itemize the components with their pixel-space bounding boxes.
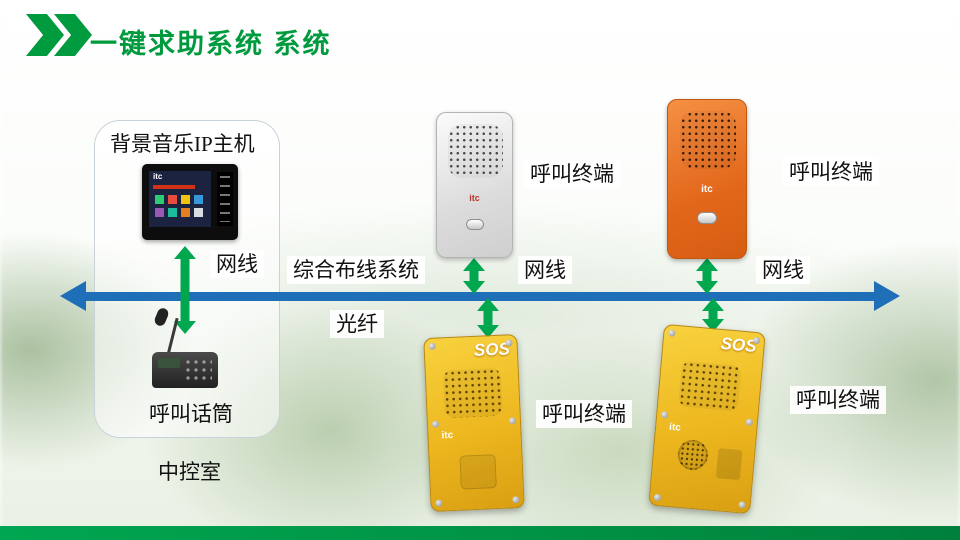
screw-icon (745, 418, 754, 426)
cabling-system-label: 综合布线系统 (287, 256, 425, 285)
cable-label-right: 网线 (756, 256, 810, 285)
terminal-label-yellow-center: 呼叫终端 (536, 400, 632, 429)
cable-arrow-yellow-center (477, 298, 499, 338)
speaker-grille-icon (680, 111, 736, 169)
terminal-label-yellow-right: 呼叫终端 (790, 386, 886, 415)
arrow-down-icon (696, 281, 718, 294)
control-room-label: 中控室 (158, 460, 221, 484)
screw-icon (752, 336, 761, 345)
fiber-label: 光纤 (330, 310, 384, 339)
ip-host-screen: itc (149, 171, 211, 227)
intercom-terminal-orange: itc (667, 99, 747, 259)
side-button-strip (220, 176, 230, 222)
microphone-keypad (184, 358, 212, 382)
call-button (465, 219, 484, 230)
microphone-label: 呼叫话筒 (149, 402, 233, 426)
screen-text-line (153, 185, 195, 189)
screw-icon (505, 339, 513, 347)
arrow-down-icon (174, 321, 196, 334)
cable-arrow-orange (696, 258, 718, 294)
cable-arrow-left (174, 246, 196, 334)
call-button (697, 212, 717, 224)
sos-terminal-center: SOS itc (423, 334, 525, 512)
screw-icon (660, 411, 669, 419)
itc-logo: itc (701, 184, 713, 195)
itc-logo: itc (153, 172, 163, 181)
microphone-display (158, 358, 180, 368)
screw-icon (738, 501, 746, 509)
screw-icon (512, 496, 520, 504)
speaker-grille-icon (442, 367, 503, 419)
paging-microphone-base (152, 352, 218, 388)
handset-door (459, 454, 497, 490)
terminal-label-orange: 呼叫终端 (783, 158, 879, 187)
screw-icon (431, 420, 440, 428)
arrow-up-icon (702, 298, 724, 311)
speaker-grille-icon (448, 124, 503, 178)
arrow-up-icon (696, 258, 718, 271)
sos-terminal-right: SOS itc (648, 323, 766, 515)
screw-icon (508, 417, 517, 425)
screw-icon (428, 342, 436, 350)
ip-host-device: itc (142, 164, 238, 240)
itc-logo: itc (668, 421, 682, 434)
cable-label-left: 网线 (210, 250, 264, 279)
host-label: 背景音乐IP主机 (110, 132, 255, 156)
intercom-terminal-silver: itc (436, 112, 513, 258)
itc-logo: itc (469, 193, 480, 203)
network-bus-line (84, 292, 876, 301)
itc-logo: itc (441, 429, 454, 442)
round-speaker-icon (676, 438, 710, 472)
arrow-up-icon (174, 246, 196, 259)
arrow-up-icon (463, 258, 485, 271)
cable-arrow-silver (463, 258, 485, 294)
keypad (715, 448, 743, 481)
bus-arrowhead-right-icon (874, 281, 900, 311)
screen-icon-grid (155, 195, 164, 204)
ip-host-side-panel (217, 172, 233, 226)
arrow-up-icon (477, 298, 499, 311)
sos-text: SOS (719, 333, 758, 357)
screw-icon (668, 329, 676, 337)
bus-arrowhead-left-icon (60, 281, 86, 311)
speaker-grille-icon (677, 360, 742, 412)
screw-icon (653, 493, 662, 502)
cable-label-center: 网线 (518, 256, 572, 285)
footer-bar (0, 526, 960, 540)
screw-icon (435, 499, 443, 507)
terminal-label-silver: 呼叫终端 (524, 160, 620, 189)
page-title: 一键求助系统 系统 (90, 29, 332, 59)
arrow-down-icon (463, 281, 485, 294)
